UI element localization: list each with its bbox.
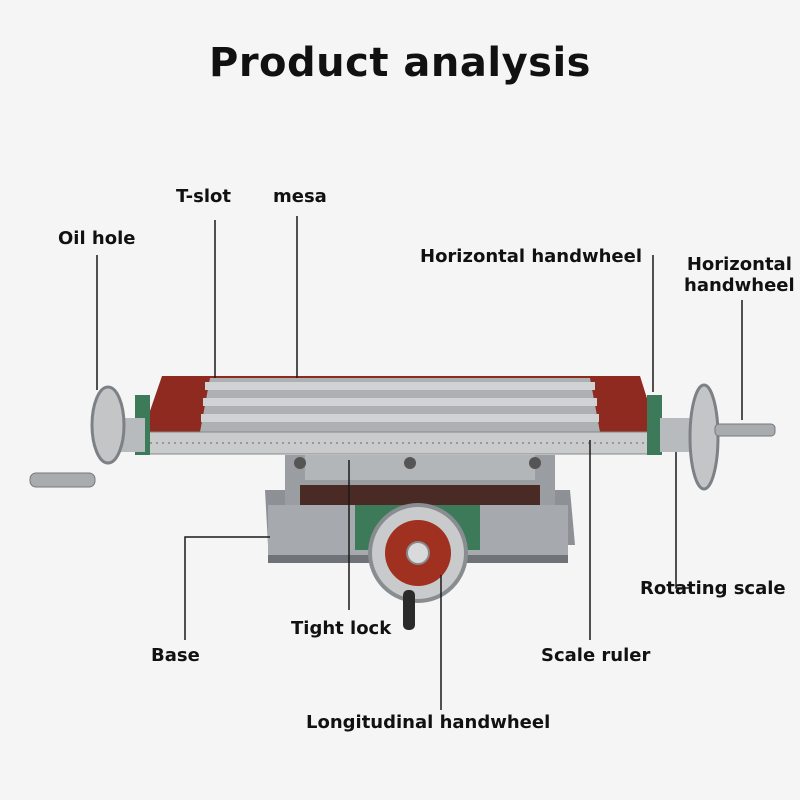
right-handwheel	[660, 383, 776, 491]
label-mesa: mesa	[273, 186, 327, 207]
leader-rotating-scale	[675, 452, 690, 589]
label-horizontal-handwheel-2: Horizontal handwheel	[684, 254, 795, 296]
saddle	[285, 455, 555, 505]
longitudinal-handwheel-shape	[368, 503, 468, 630]
label-longitudinal-handwheel: Longitudinal handwheel	[306, 712, 551, 733]
page-title: Product analysis	[209, 40, 591, 86]
label-horizontal-handwheel-1: Horizontal handwheel	[420, 246, 643, 267]
label-scale-ruler: Scale ruler	[541, 645, 651, 666]
label-t-slot: T-slot	[176, 186, 231, 207]
leader-base	[184, 536, 270, 640]
left-handwheel	[29, 385, 145, 488]
label-tight-lock: Tight lock	[291, 618, 392, 639]
label-rotating-scale: Rotating scale	[640, 578, 786, 599]
leader-lines	[96, 216, 743, 710]
label-oil-hole: Oil hole	[58, 228, 136, 249]
mesa-table	[135, 376, 662, 455]
label-base: Base	[151, 645, 200, 666]
